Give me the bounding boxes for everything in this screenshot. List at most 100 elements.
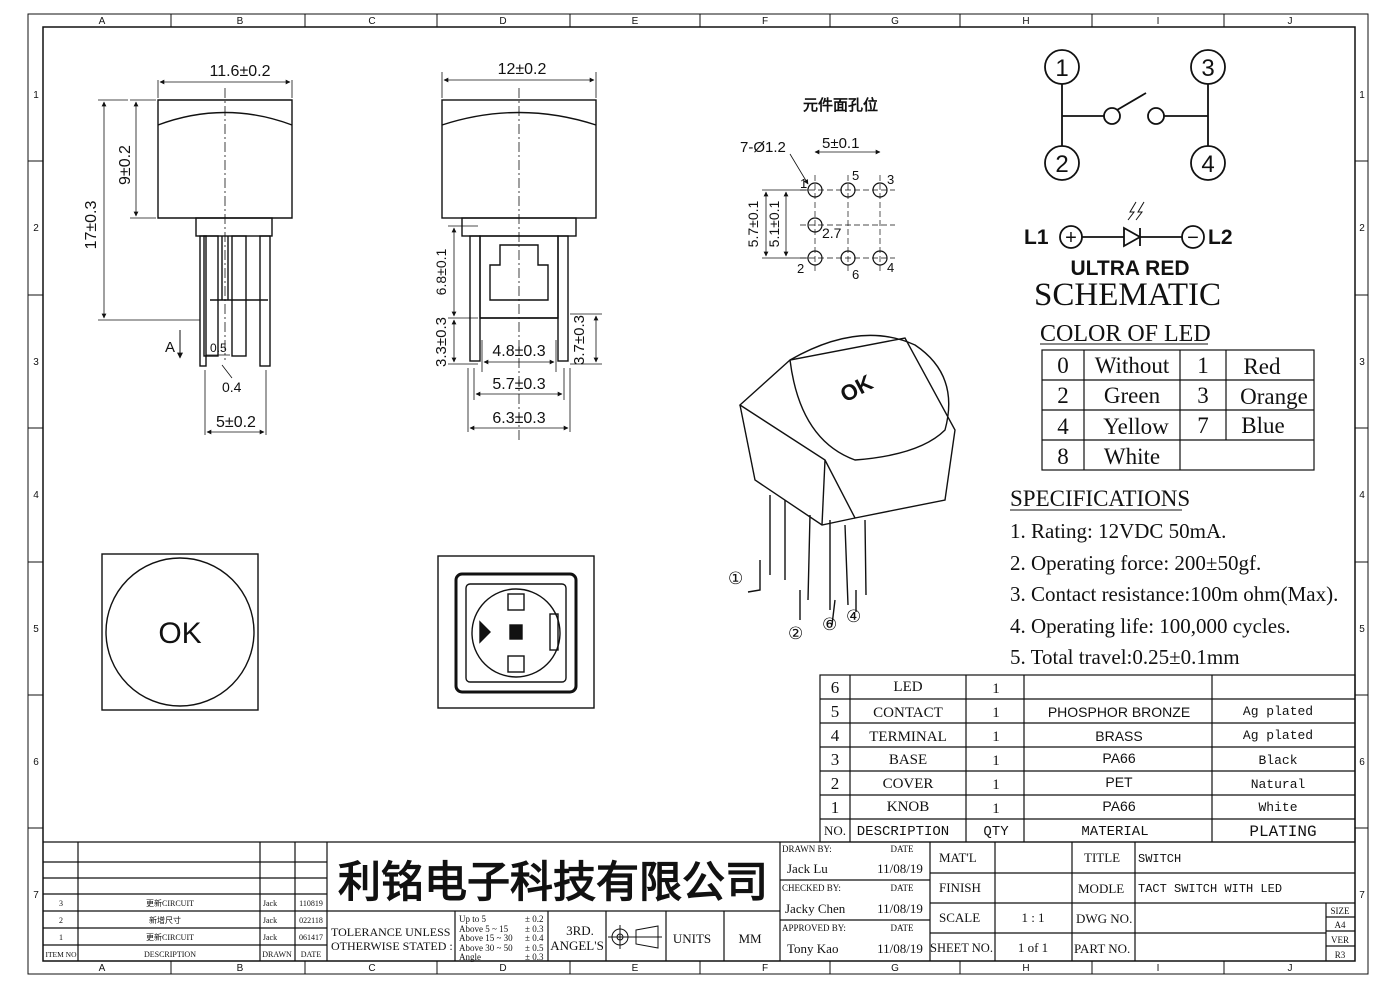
bom-material: PET xyxy=(1105,774,1133,790)
led-code: 7 xyxy=(1197,413,1209,438)
rev-no: 2 xyxy=(59,916,63,925)
terminal-4: 4 xyxy=(1201,151,1214,178)
revision-block: 3 更新CIRCUIT Jack 110819 2 新增尺寸 Jack 0221… xyxy=(45,898,323,959)
title-value: SWITCH xyxy=(1138,852,1181,866)
specs-title: SPECIFICATIONS xyxy=(1010,486,1190,511)
row-label: 7 xyxy=(33,890,39,901)
col-label: B xyxy=(237,963,244,974)
top-view-base xyxy=(437,555,595,709)
model-label: MODLE xyxy=(1078,881,1124,896)
dim-pin-gap: 0.5 xyxy=(210,341,227,355)
row-label: 6 xyxy=(1359,757,1365,768)
row-label: 2 xyxy=(33,223,39,234)
bom-table xyxy=(819,674,1356,843)
col-label: I xyxy=(1157,963,1160,974)
front-view xyxy=(441,72,602,440)
hole-dia: 7-Ø1.2 xyxy=(740,139,786,156)
third-angle-projection-icon xyxy=(608,925,662,949)
led-color: Yellow xyxy=(1103,414,1169,439)
bom-header: NO. xyxy=(824,823,846,838)
section-a-label: A xyxy=(165,339,175,356)
date-checked: 11/08/19 xyxy=(877,901,923,916)
led-minus: − xyxy=(1187,227,1199,249)
bom-qty: 1 xyxy=(992,705,1000,721)
tolerance-label: OTHERWISE STATED : xyxy=(331,939,453,953)
border-grid xyxy=(28,14,1368,974)
ver-value: R3 xyxy=(1335,950,1346,960)
col-label: A xyxy=(99,16,106,27)
bom-no: 6 xyxy=(831,678,840,697)
terminal-2: 2 xyxy=(1055,151,1068,178)
iso-pin-1: ① xyxy=(728,569,743,588)
dim-body-height: 6.8±0.1 xyxy=(433,248,449,295)
projection-label: 3RD. xyxy=(566,923,594,938)
dim-cap-height: 9±0.2 xyxy=(117,145,134,185)
finish-label: FINISH xyxy=(939,880,981,895)
approved-by: Tony Kao xyxy=(787,941,838,956)
size-value: A4 xyxy=(1335,920,1346,930)
approval-block: DRAWN BY: DATE Jack Lu 11/08/19 CHECKED … xyxy=(782,844,923,956)
dim-inner: 4.8±0.3 xyxy=(492,343,545,360)
led-color-table xyxy=(1041,349,1315,471)
bom-header: QTY xyxy=(983,824,1009,840)
bom-desc: TERMINAL xyxy=(869,729,947,745)
title-block-lines xyxy=(43,841,1355,961)
row-label: 1 xyxy=(33,90,39,101)
pitch-y1: 5.7±0.1 xyxy=(745,200,761,247)
col-label: B xyxy=(237,16,244,27)
spec-item: 1. Rating: 12VDC 50mA. xyxy=(1010,519,1226,543)
date-label: DATE xyxy=(891,923,914,933)
row-label: 4 xyxy=(33,490,39,501)
led-l1: L1 xyxy=(1024,226,1049,249)
drawn-by: Jack Lu xyxy=(787,861,828,876)
col-label: D xyxy=(499,963,506,974)
dim-pin-pitch: 5±0.2 xyxy=(216,414,256,431)
col-label: I xyxy=(1157,16,1160,27)
led-code: 4 xyxy=(1057,414,1069,439)
rev-header: DRAWN xyxy=(262,950,292,959)
led-color: Red xyxy=(1243,354,1281,379)
led-plus: + xyxy=(1065,227,1077,249)
spec-item: 4. Operating life: 100,000 cycles. xyxy=(1010,614,1291,638)
sheet-label: SHEET NO. xyxy=(930,941,993,955)
bom-header: MATERIAL xyxy=(1081,824,1148,840)
tol-value: ± 0.4 xyxy=(525,933,544,943)
iso-cap-text: OK xyxy=(836,370,877,408)
bom-desc: KNOB xyxy=(887,799,930,815)
matl-label: MAT'L xyxy=(939,850,977,865)
dim-right-height: 3.7±0.3 xyxy=(571,315,588,365)
date-approved: 11/08/19 xyxy=(877,941,923,956)
date-label: DATE xyxy=(891,883,914,893)
front-view-dims: 12±0.2 6.8±0.1 3.3±0.3 4.8±0.3 5.7±0.3 6… xyxy=(433,61,588,427)
tol-value: ± 0.3 xyxy=(525,952,544,962)
dim-width: 11.6±0.2 xyxy=(210,63,271,80)
hole-label: 5 xyxy=(852,168,859,183)
bom-plating: Natural xyxy=(1251,777,1306,792)
model-value: TACT SWITCH WITH LED xyxy=(1138,882,1282,896)
sheet-frame xyxy=(27,13,1369,975)
led-color: Green xyxy=(1104,383,1161,408)
hole-label: 4 xyxy=(887,260,894,275)
col-label: J xyxy=(1288,16,1293,27)
tol-range: Above 15 ~ 30 xyxy=(459,933,513,943)
row-label: 1 xyxy=(1359,90,1365,101)
col-label: E xyxy=(632,16,639,27)
bom-desc: CONTACT xyxy=(873,705,943,721)
tol-range: Above 30 ~ 50 xyxy=(459,943,513,953)
dwg-label: DWG NO. xyxy=(1076,911,1132,926)
border-labels: A B C D E F G H I J A B C D E F G H I J … xyxy=(33,16,1365,974)
top-view-cap-text: OK xyxy=(158,617,201,650)
bom-plating: White xyxy=(1258,800,1297,815)
rev-date: 110819 xyxy=(299,899,323,908)
side-view xyxy=(98,79,293,435)
rev-header: ITEM NO xyxy=(45,950,77,959)
bom-cells: 6 LED 1 5 CONTACT 1 PHOSPHOR BRONZE Ag p… xyxy=(824,678,1317,841)
led-color-cells: 0 Without 1 Red 2 Green 3 Orange 4 Yello… xyxy=(1057,353,1308,469)
dim-pin-width: 0.4 xyxy=(222,379,242,395)
size-label: SIZE xyxy=(1331,906,1351,916)
bom-plating: Ag plated xyxy=(1243,728,1313,743)
spec-item: 5. Total travel:0.25±0.1mm xyxy=(1010,645,1240,669)
rev-by: Jack xyxy=(263,933,277,942)
bom-no: 1 xyxy=(831,798,840,817)
bom-material: PA66 xyxy=(1102,750,1135,766)
